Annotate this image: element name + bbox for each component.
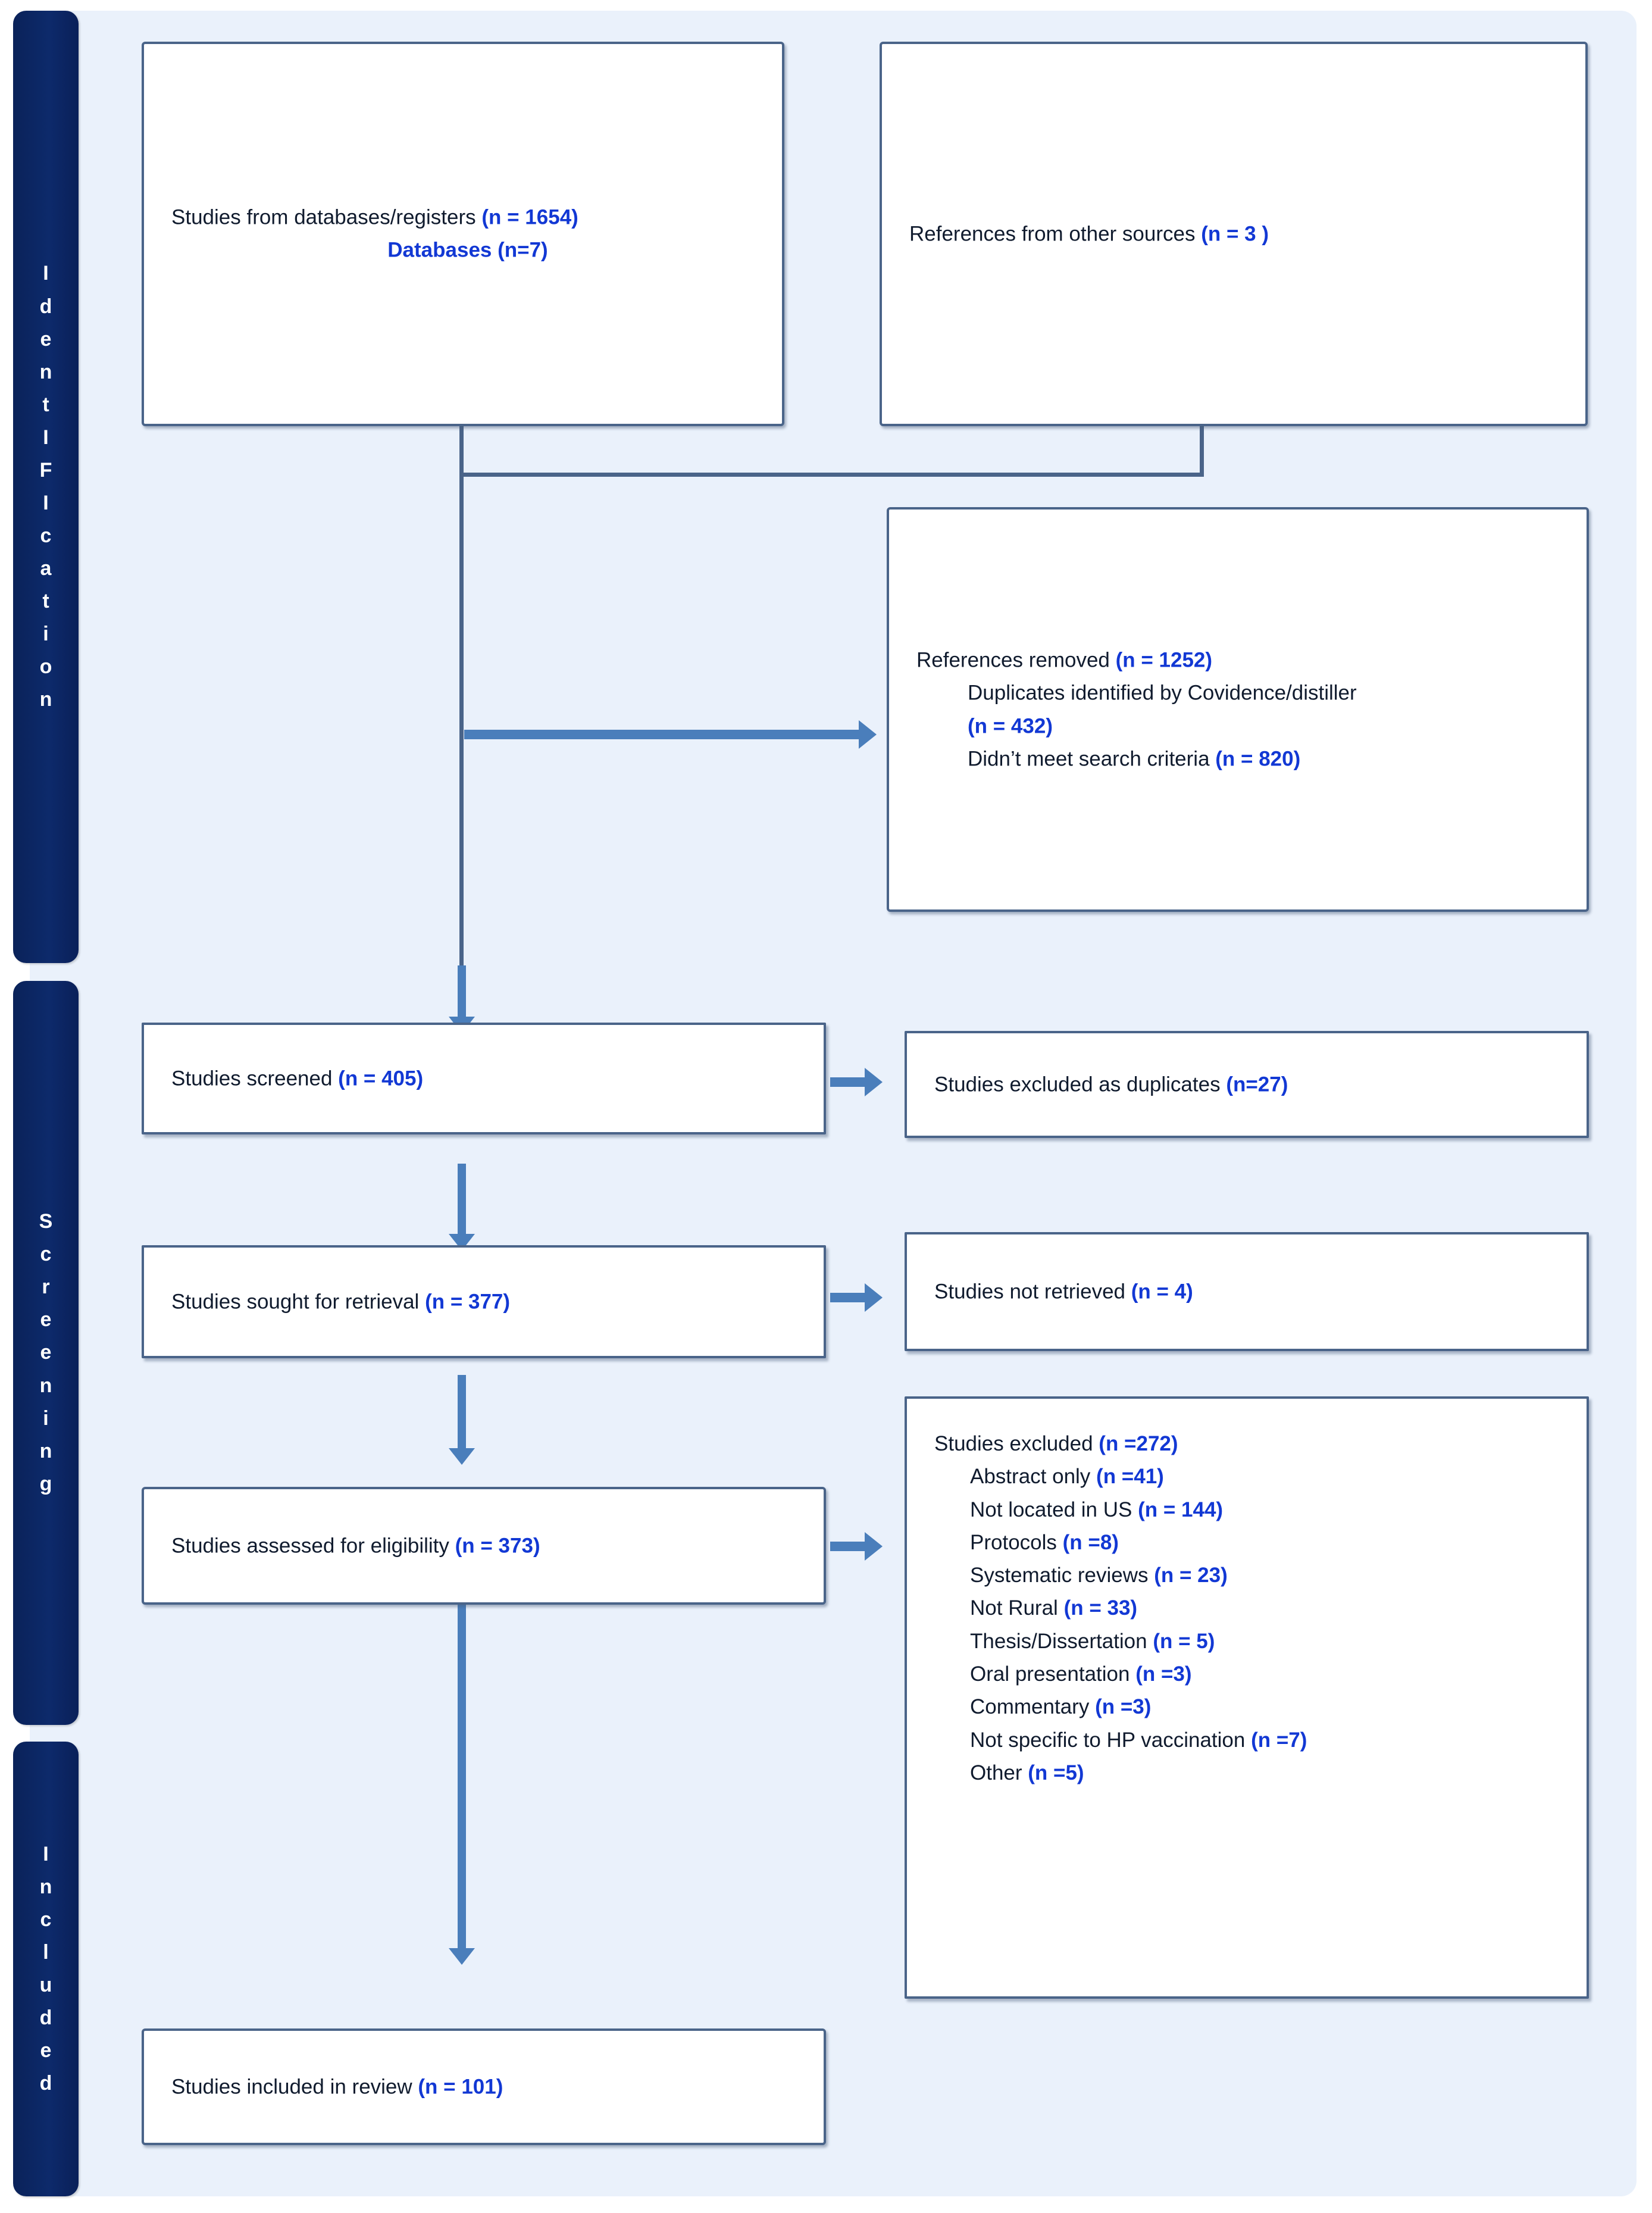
excluded-reason: Not located in US (n = 144)	[970, 1498, 1224, 1521]
included-line-1: Studies included in review (n = 101)	[171, 2075, 503, 2099]
stage-letter: t	[42, 590, 49, 613]
box-excluded-duplicates-text: Studies excluded as duplicates (n=27)	[934, 1068, 1569, 1101]
arrow-to-references-removed	[464, 730, 860, 739]
box-not-retrieved: Studies not retrieved (n = 4)	[905, 1232, 1589, 1351]
stage-letter: S	[39, 1210, 53, 1233]
stage-letter: F	[39, 458, 52, 482]
box-studies-screened-text: Studies screened (n = 405)	[171, 1062, 806, 1095]
stage-letter: I	[43, 426, 49, 449]
box-included-in-review: Studies included in review (n = 101)	[142, 2028, 826, 2145]
stage-letter: e	[40, 2039, 52, 2062]
box-sought-retrieval: Studies sought for retrieval (n = 377)	[142, 1245, 826, 1358]
excluded-reason: Abstract only (n =41)	[970, 1465, 1164, 1489]
box-studies-excluded-text: Studies excluded (n =272) Abstract only …	[934, 1427, 1569, 1789]
box-other-sources-text: References from other sources (n = 3 )	[909, 217, 1567, 250]
box-studies-excluded: Studies excluded (n =272) Abstract only …	[905, 1396, 1589, 1999]
stage-letter: u	[39, 1974, 52, 1996]
excluded-reason: Thesis/Dissertation (n = 5)	[970, 1629, 1215, 1653]
refrem-line-2: Duplicates identified by Covidence/disti…	[968, 681, 1357, 705]
not-retrieved-line-1: Studies not retrieved (n = 4)	[934, 1280, 1193, 1304]
assessed-line-1: Studies assessed for eligibility (n = 37…	[171, 1534, 540, 1558]
databases-line-2: Databases (n=7)	[387, 239, 548, 262]
stage-letter: n	[39, 1875, 52, 1898]
box-other-sources: References from other sources (n = 3 )	[880, 42, 1588, 426]
box-references-removed-text: References removed (n = 1252) Duplicates…	[916, 643, 1569, 775]
box-references-removed: References removed (n = 1252) Duplicates…	[887, 507, 1589, 912]
screened-line-1: Studies screened (n = 405)	[171, 1067, 424, 1090]
arrow-screened-to-sought	[458, 1164, 466, 1235]
other-sources-line-1: References from other sources (n = 3 )	[909, 222, 1269, 246]
stage-letter: l	[43, 1940, 49, 1964]
box-databases-text: Studies from databases/registers (n = 16…	[171, 201, 764, 267]
arrow-to-screened	[458, 965, 466, 1018]
stage-letter: r	[42, 1276, 50, 1299]
stage-letter: i	[43, 1406, 49, 1430]
stage-letter: n	[39, 1439, 52, 1462]
box-studies-screened: Studies screened (n = 405)	[142, 1023, 826, 1134]
stage-letter: g	[39, 1472, 52, 1495]
box-assessed-eligibility-text: Studies assessed for eligibility (n = 37…	[171, 1529, 806, 1562]
arrow-assessed-to-studies-excluded	[830, 1542, 866, 1551]
excl-dup-line-1: Studies excluded as duplicates (n=27)	[934, 1073, 1288, 1096]
excluded-reason: Commentary (n =3)	[970, 1695, 1152, 1719]
refrem-line-4: Didn’t meet search criteria (n = 820)	[968, 747, 1301, 771]
stage-letter: c	[40, 524, 52, 548]
excluded-reason: Other (n =5)	[970, 1761, 1084, 1784]
stage-letter: e	[40, 1308, 52, 1331]
arrow-assessed-to-included	[458, 1601, 466, 1949]
stage-letter: e	[40, 327, 52, 351]
arrow-sought-to-not-retrieved	[830, 1293, 866, 1302]
stage-letter: d	[39, 295, 52, 318]
excluded-reason: Protocols (n =8)	[970, 1530, 1119, 1554]
excluded-reason: Systematic reviews (n = 23)	[970, 1564, 1228, 1587]
arrow-screened-to-excluded-duplicates	[830, 1077, 866, 1087]
stage-letter: d	[39, 2006, 52, 2030]
sought-line-1: Studies sought for retrieval (n = 377)	[171, 1290, 511, 1314]
box-excluded-duplicates: Studies excluded as duplicates (n=27)	[905, 1031, 1589, 1138]
box-sought-retrieval-text: Studies sought for retrieval (n = 377)	[171, 1285, 806, 1318]
studies-excluded-header: Studies excluded (n =272)	[934, 1432, 1178, 1455]
stage-letter: I	[43, 262, 49, 285]
box-databases-registers: Studies from databases/registers (n = 16…	[142, 42, 784, 426]
box-not-retrieved-text: Studies not retrieved (n = 4)	[934, 1275, 1569, 1308]
excluded-reason: Not Rural (n = 33)	[970, 1596, 1138, 1620]
stage-letter: o	[39, 655, 52, 679]
stage-letter: n	[39, 688, 52, 711]
box-assessed-eligibility: Studies assessed for eligibility (n = 37…	[142, 1487, 826, 1605]
stage-letter: a	[40, 557, 52, 580]
stage-letter: n	[39, 1374, 52, 1397]
stage-letter: I	[43, 492, 49, 514]
connector-othersources-down	[1200, 424, 1204, 476]
stage-letter: c	[40, 1243, 52, 1266]
stage-letter: c	[40, 1908, 52, 1931]
stage-letter: t	[42, 393, 49, 416]
connector-merge-horizontal	[459, 473, 1204, 477]
stage-letter: d	[39, 2072, 52, 2095]
stage-letter: I	[43, 1842, 49, 1865]
databases-line-1: Studies from databases/registers (n = 16…	[171, 205, 578, 229]
stage-letter: n	[39, 360, 52, 383]
connector-databases-down	[459, 424, 464, 1034]
excluded-reason: Oral presentation (n =3)	[970, 1662, 1192, 1686]
excluded-reason: Not specific to HP vaccination (n =7)	[970, 1728, 1307, 1752]
stage-letter: i	[43, 623, 49, 646]
box-included-in-review-text: Studies included in review (n = 101)	[171, 2070, 806, 2103]
refrem-line-3: (n = 432)	[968, 714, 1053, 737]
arrow-sought-to-assessed	[458, 1375, 466, 1449]
refrem-line-1: References removed (n = 1252)	[916, 648, 1213, 672]
stage-letter: e	[40, 1341, 52, 1364]
